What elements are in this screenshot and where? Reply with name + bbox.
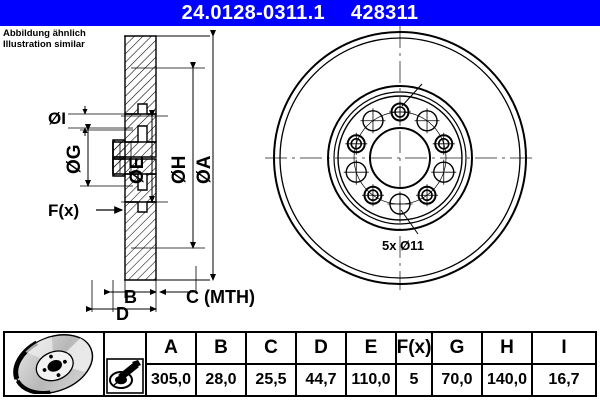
table-value-g: 70,0 — [433, 365, 483, 395]
dimension-bottom-group: B C (MTH) D — [86, 266, 255, 324]
table-value-fx: 5 — [397, 365, 433, 395]
dimension-fx: F(x) — [48, 201, 124, 220]
disc-friction-edge — [279, 37, 521, 279]
vent-hole-group — [343, 108, 457, 217]
table-header-fx: F(x) — [397, 333, 433, 363]
part-number: 24.0128-0311.1 — [181, 2, 325, 24]
front-view: 5x Ø11 — [265, 26, 535, 290]
label-dia-h: ØH — [169, 156, 190, 185]
table-value-d: 44,7 — [297, 365, 347, 395]
dimension-dia-h: ØH — [131, 62, 205, 249]
label-dia-a: ØA — [194, 155, 215, 184]
dimension-dia-g: ØG — [64, 124, 133, 187]
label-dia-e: ØE — [127, 157, 148, 184]
table-header-c: C — [247, 333, 297, 363]
vent-hole — [431, 159, 457, 185]
hat-ring-2 — [333, 91, 467, 225]
bolt-hole-note: 5x Ø11 — [382, 238, 424, 253]
header-bar: 24.0128-0311.1 428311 — [0, 0, 600, 26]
bolt-hole-group — [345, 101, 455, 207]
table-header-a: A — [147, 333, 197, 363]
table-header-d: D — [297, 333, 347, 363]
label-c-mth: C (MTH) — [186, 287, 255, 307]
cross-section-view: ØI ØG ØE — [48, 30, 255, 324]
disc-outer-edge — [273, 31, 527, 285]
hat-ring-3 — [337, 95, 463, 221]
dimension-dia-i: ØI — [48, 106, 133, 136]
dimension-dia-e: ØE — [121, 110, 168, 203]
table-header-h: H — [483, 333, 533, 363]
label-b: B — [124, 287, 137, 307]
table-value-a: 305,0 — [147, 365, 197, 395]
table-value-c: 25,5 — [247, 365, 297, 395]
bolt-hole — [432, 132, 455, 155]
table-value-b: 28,0 — [197, 365, 247, 395]
label-d: D — [116, 304, 129, 324]
brake-disc-3d-icon — [5, 333, 105, 395]
drawing-area: ØI ØG ØE — [0, 26, 600, 326]
disc-section-lower — [112, 139, 157, 281]
table-header-i: I — [561, 337, 567, 358]
vent-hole — [360, 108, 386, 134]
bolt-hole — [345, 132, 368, 155]
bolt-hole — [389, 101, 411, 123]
hat-outer-ring — [327, 85, 473, 231]
micrometer-gauge-icon — [105, 333, 147, 395]
vent-hole — [343, 159, 369, 185]
dimension-grid: A B C D E F(x) G H I 305,0 28,0 25,5 44,… — [147, 333, 595, 395]
dimension-table: A B C D E F(x) G H I 305,0 28,0 25,5 44,… — [3, 331, 597, 397]
table-value-e: 110,0 — [347, 365, 397, 395]
notice-line-de: Abbildung ähnlich — [3, 28, 86, 39]
label-dia-g: ØG — [64, 144, 85, 174]
label-dia-i: ØI — [48, 109, 66, 128]
bolt-hole-callout: 5x Ø11 — [382, 83, 424, 253]
table-value-row: 305,0 28,0 25,5 44,7 110,0 5 70,0 140,0 … — [147, 365, 595, 395]
table-header-e: E — [347, 333, 397, 363]
label-fx: F(x) — [48, 201, 79, 220]
vent-hole — [387, 191, 413, 217]
table-header-row: A B C D E F(x) G H I — [147, 333, 595, 365]
table-header-b: B — [197, 333, 247, 363]
dimension-dia-a: ØA — [194, 30, 216, 281]
bolt-hole — [361, 184, 384, 207]
article-number: 428311 — [350, 2, 419, 24]
illustration-notice: Abbildung ähnlich Illustration similar — [3, 28, 86, 50]
center-bore — [369, 127, 431, 189]
vent-hole — [414, 108, 440, 134]
table-value-h: 140,0 — [483, 365, 533, 395]
table-header-g: G — [433, 333, 483, 363]
table-value-i: 16,7 — [548, 371, 580, 388]
bolt-hole — [416, 184, 439, 207]
notice-line-en: Illustration similar — [3, 39, 85, 50]
